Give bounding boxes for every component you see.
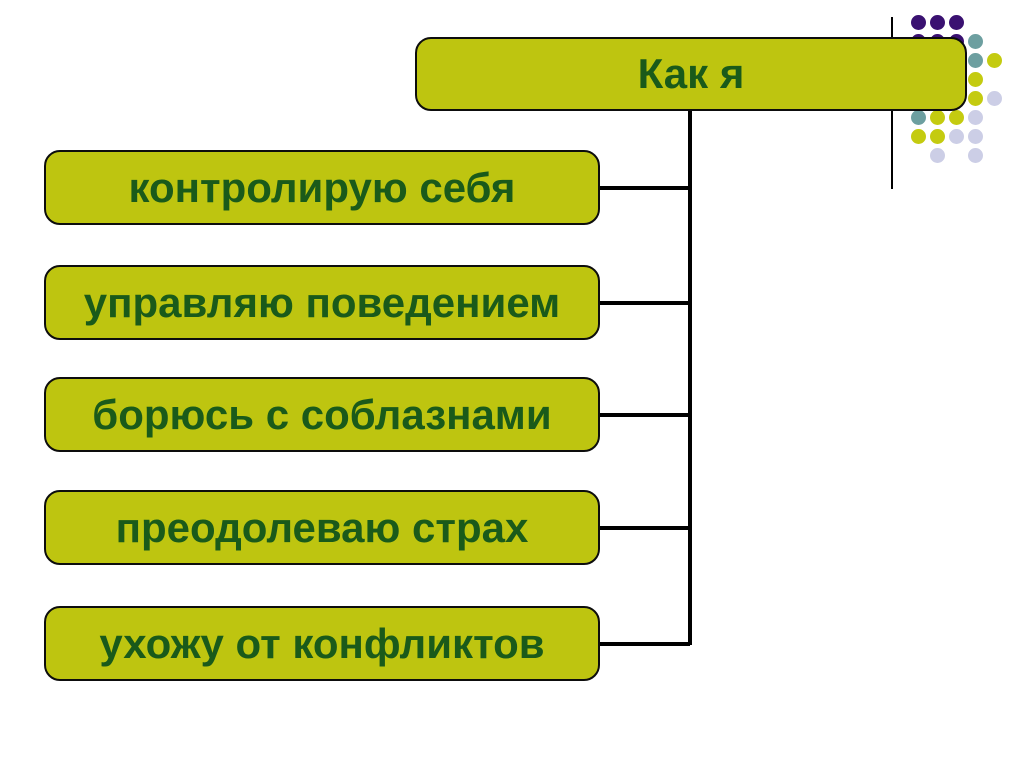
- yellow-dot-icon: [929, 109, 945, 125]
- teal-dot-icon: [967, 52, 983, 68]
- lavender-dot-icon: [967, 147, 983, 163]
- purple-dot-icon: [948, 14, 964, 30]
- lavender-dot-icon: [967, 128, 983, 144]
- diagram-child-label: преодолеваю страх: [115, 503, 529, 551]
- connector-stub-line: [598, 300, 690, 305]
- yellow-dot-icon: [967, 71, 983, 87]
- yellow-dot-icon: [948, 109, 964, 125]
- diagram-child-node: ухожу от конфликтов: [44, 606, 600, 681]
- diagram-child-node: контролирую себя: [44, 150, 600, 225]
- diagram-child-node: преодолеваю страх: [44, 490, 600, 565]
- diagram-root-node: Как я: [415, 37, 967, 111]
- lavender-dot-icon: [948, 128, 964, 144]
- diagram-child-label: управляю поведением: [83, 278, 561, 326]
- diagram-child-label: контролирую себя: [128, 163, 516, 211]
- connector-stub-line: [598, 525, 690, 530]
- yellow-dot-icon: [967, 90, 983, 106]
- purple-dot-icon: [910, 14, 926, 30]
- purple-dot-icon: [929, 14, 945, 30]
- yellow-dot-icon: [986, 52, 1002, 68]
- lavender-dot-icon: [929, 147, 945, 163]
- connector-trunk-line: [688, 111, 692, 645]
- diagram-child-label: ухожу от конфликтов: [99, 619, 545, 667]
- connector-stub-line: [598, 412, 690, 417]
- teal-dot-icon: [910, 109, 926, 125]
- diagram-child-label: борюсь с соблазнами: [92, 390, 552, 438]
- yellow-dot-icon: [929, 128, 945, 144]
- lavender-dot-icon: [986, 90, 1002, 106]
- diagram-root-label: Как я: [637, 50, 745, 97]
- diagram-child-node: управляю поведением: [44, 265, 600, 340]
- connector-stub-line: [598, 185, 690, 190]
- lavender-dot-icon: [967, 109, 983, 125]
- yellow-dot-icon: [910, 128, 926, 144]
- diagram-child-node: борюсь с соблазнами: [44, 377, 600, 452]
- teal-dot-icon: [967, 33, 983, 49]
- connector-stub-line: [598, 641, 690, 646]
